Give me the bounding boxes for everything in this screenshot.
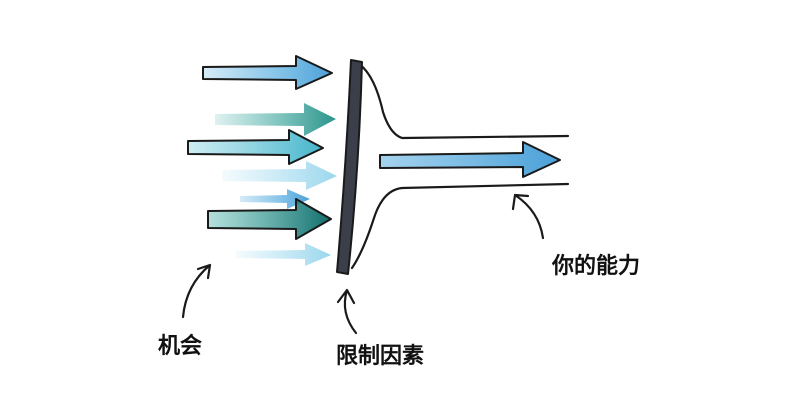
input-arrow-6 (207, 198, 332, 240)
funnel-outline (350, 60, 570, 270)
input-arrow-3 (187, 129, 324, 165)
your-ability-pointer-icon (511, 193, 545, 240)
your-ability-label: 你的能力 (552, 254, 641, 279)
input-arrow-5 (240, 189, 310, 209)
input-arrow-2 (215, 103, 336, 136)
input-arrow-1 (202, 55, 333, 90)
opportunities-label: 机会 (158, 334, 203, 359)
opportunities-pointer-icon (181, 263, 212, 319)
output-arrow (379, 141, 561, 178)
input-arrow-4 (222, 161, 337, 190)
limiting-factor-barrier (336, 59, 363, 275)
limiting-factor-pointer-icon (336, 288, 358, 335)
limiting-factor-label: 限制因素 (336, 344, 425, 369)
input-arrow-7 (236, 243, 331, 266)
